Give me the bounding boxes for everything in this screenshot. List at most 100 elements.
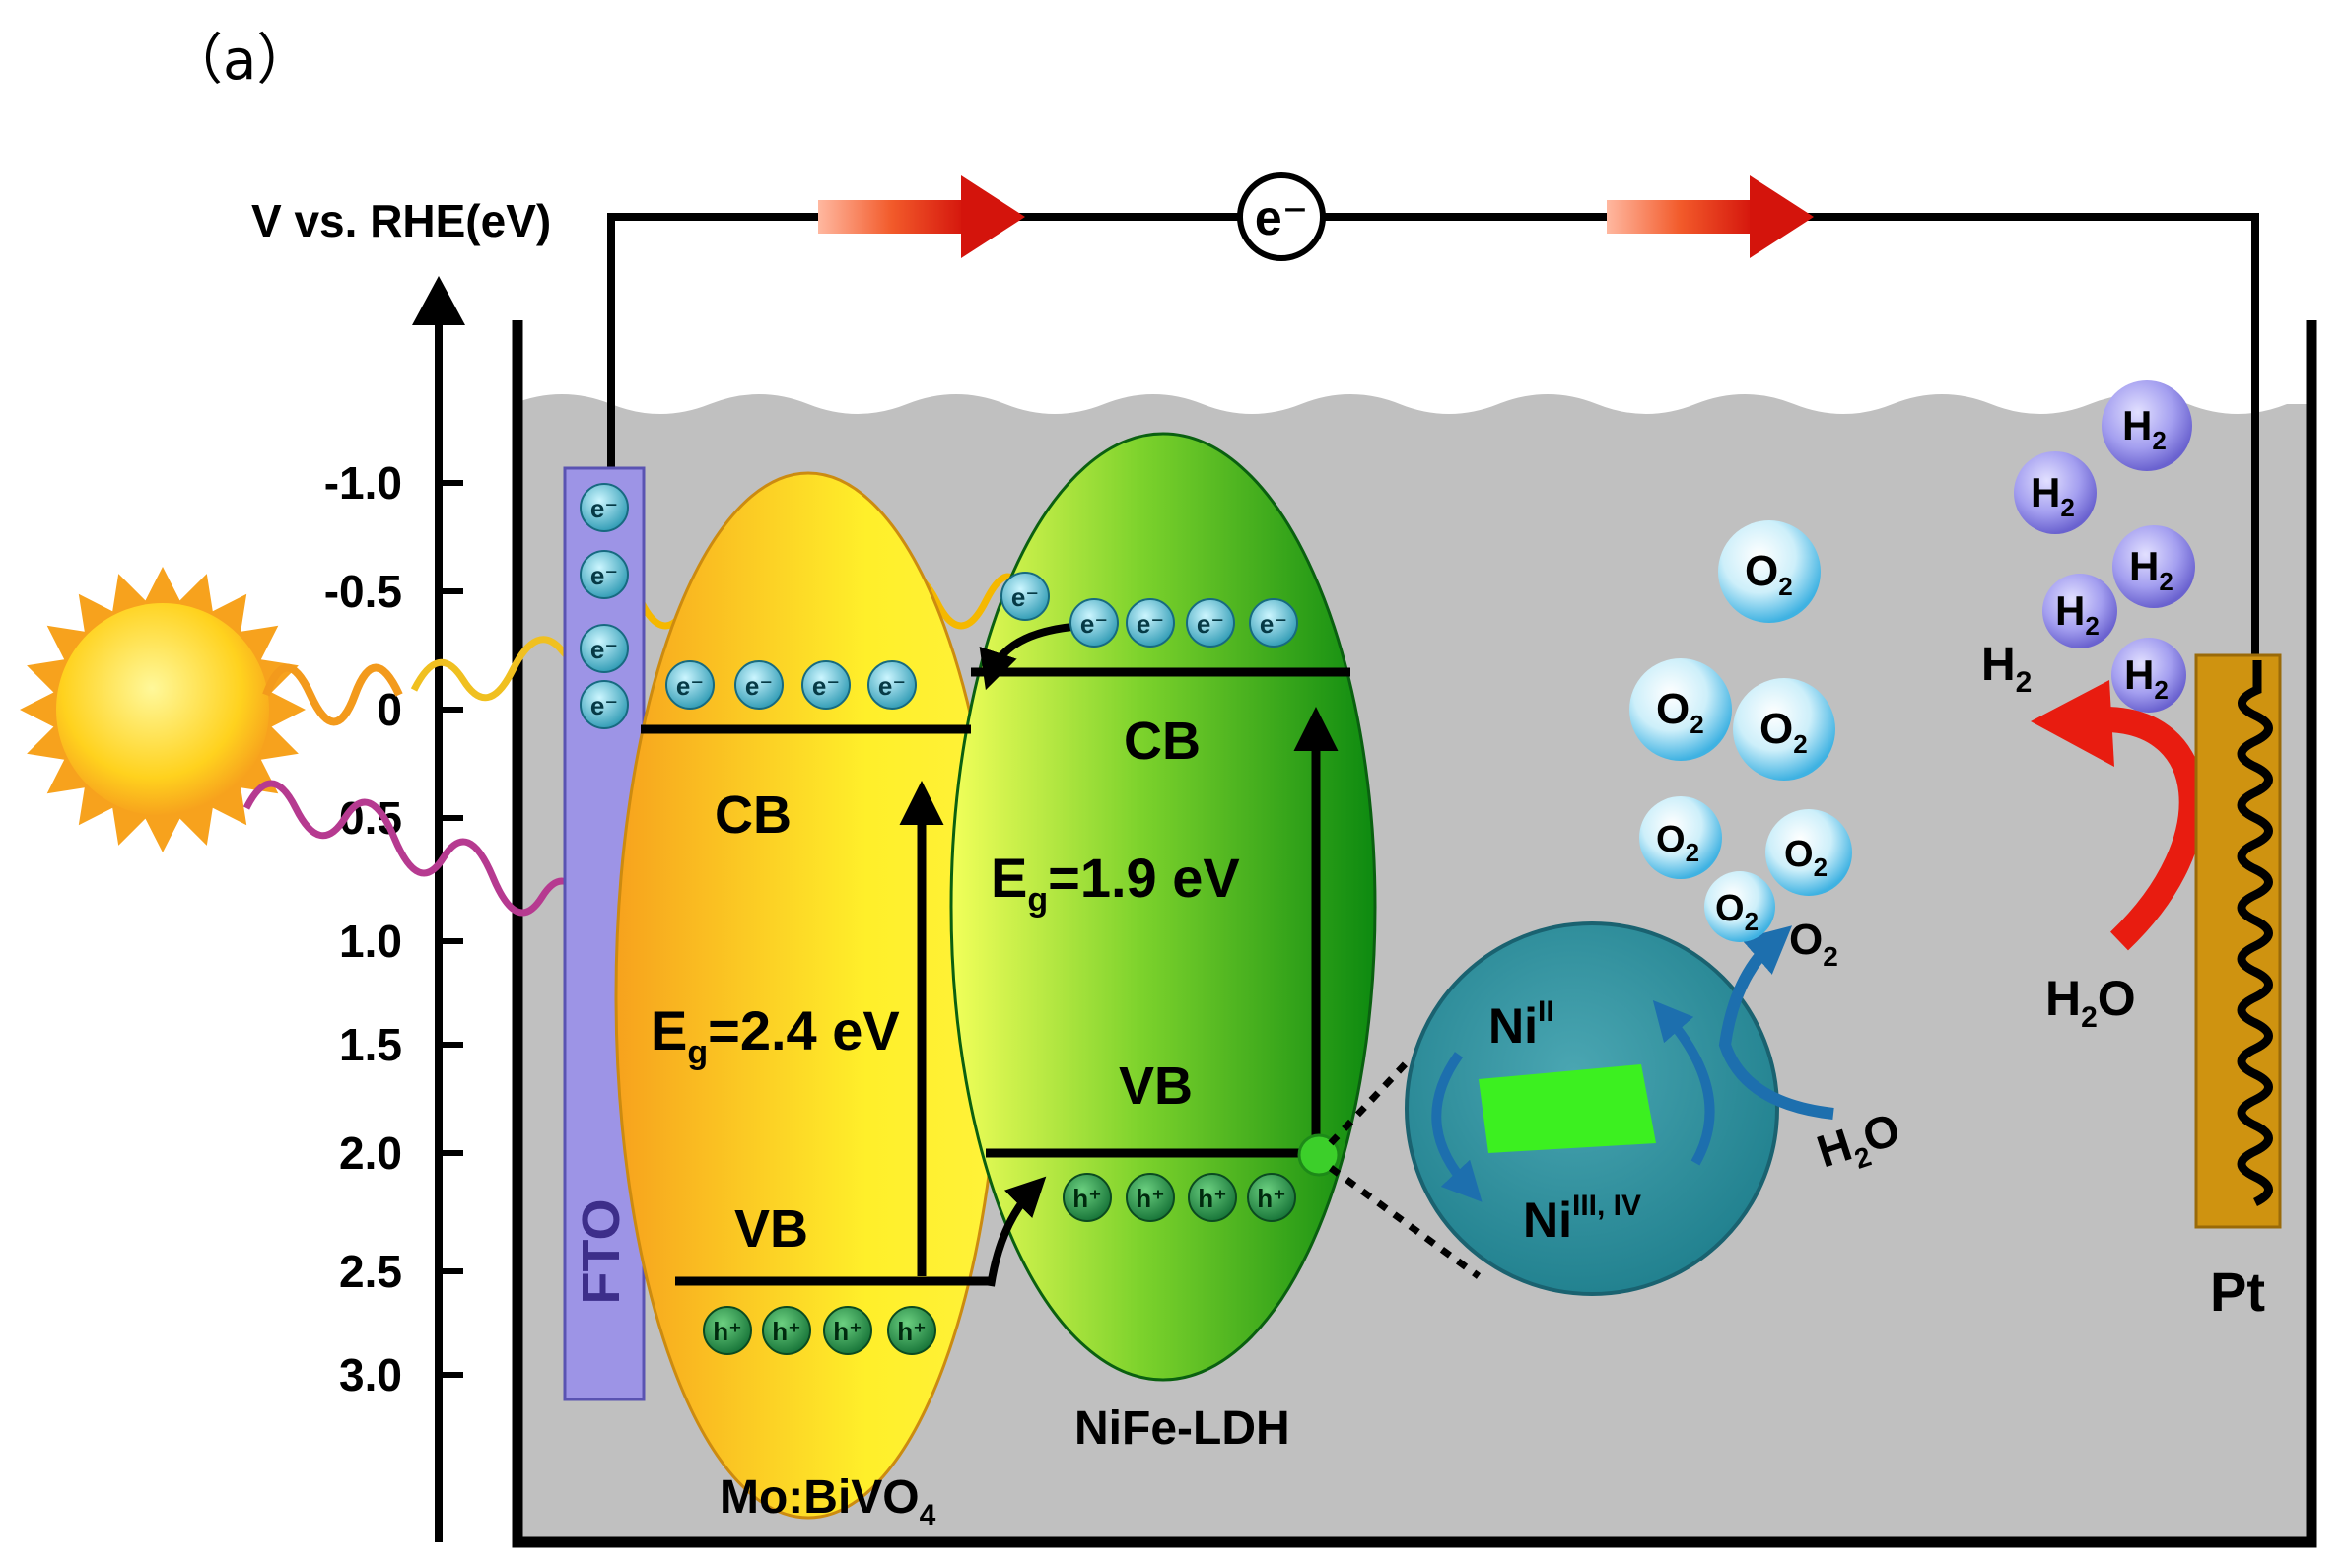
svg-text:e⁻: e⁻ bbox=[812, 671, 840, 701]
hydrogen-evolution-arrow bbox=[2104, 707, 2205, 951]
svg-text:h⁺: h⁺ bbox=[1257, 1184, 1286, 1213]
o2-bubble: O2 bbox=[1733, 678, 1835, 781]
svg-text:e⁻: e⁻ bbox=[590, 691, 618, 720]
electron: e⁻ bbox=[1186, 598, 1235, 648]
o2-bubble: O2 bbox=[1704, 871, 1775, 942]
svg-text:e⁻: e⁻ bbox=[590, 635, 618, 664]
h2-bubble: H2 bbox=[2111, 638, 2186, 713]
svg-text:e⁻: e⁻ bbox=[1080, 609, 1108, 639]
h2-bubble: H2 bbox=[2112, 525, 2195, 608]
pt-coil bbox=[2237, 660, 2273, 1207]
svg-text:H2: H2 bbox=[2031, 469, 2075, 522]
electron: e⁻ bbox=[580, 550, 629, 599]
hole: h⁺ bbox=[1063, 1173, 1112, 1222]
svg-text:e⁻: e⁻ bbox=[1260, 609, 1287, 639]
electron: e⁻ bbox=[1249, 598, 1298, 648]
svg-text:e⁻: e⁻ bbox=[878, 671, 906, 701]
hole: h⁺ bbox=[1126, 1173, 1175, 1222]
sun-icon bbox=[20, 567, 306, 852]
fto-label: FTO bbox=[572, 1199, 631, 1305]
bivo4-vb-label: VB bbox=[734, 1199, 808, 1259]
svg-text:h⁺: h⁺ bbox=[713, 1317, 742, 1346]
svg-text:h⁺: h⁺ bbox=[897, 1317, 927, 1346]
pt-label: Pt bbox=[2210, 1261, 2265, 1323]
svg-text:H2: H2 bbox=[2129, 543, 2173, 596]
axis-arrowhead bbox=[412, 276, 465, 325]
catalyst-sheet bbox=[1479, 1064, 1656, 1153]
oxygen-evolution-arrow bbox=[1718, 925, 1834, 1120]
axis-tick-label: 2.5 bbox=[339, 1246, 402, 1297]
ldh-vb-label: VB bbox=[1119, 1057, 1193, 1116]
hole: h⁺ bbox=[1188, 1173, 1237, 1222]
electron: e⁻ bbox=[867, 660, 917, 710]
svg-text:h⁺: h⁺ bbox=[772, 1317, 801, 1346]
cathode-water-label: H2O bbox=[2045, 971, 2136, 1034]
svg-text:e⁻: e⁻ bbox=[590, 494, 618, 523]
beaker bbox=[512, 320, 2317, 1548]
o2-loose-label: O2 bbox=[1789, 916, 1838, 972]
ni34-label: NiIII, IV bbox=[1523, 1190, 1641, 1248]
electron: e⁻ bbox=[665, 660, 715, 710]
axis-tick-label: 1.0 bbox=[339, 916, 402, 967]
axis-label: V vs. RHE(eV) bbox=[251, 195, 551, 246]
hole: h⁺ bbox=[703, 1306, 752, 1355]
svg-text:O2: O2 bbox=[1759, 705, 1808, 759]
axis-tick-label: 2.0 bbox=[339, 1127, 402, 1179]
electron: e⁻ bbox=[1069, 598, 1119, 648]
electron: e⁻ bbox=[1000, 572, 1050, 621]
svg-text:O2: O2 bbox=[1745, 547, 1793, 601]
hole: h⁺ bbox=[762, 1306, 811, 1355]
o2-bubble: O2 bbox=[1718, 520, 1821, 623]
panel-label: （a） bbox=[168, 29, 311, 93]
electron: e⁻ bbox=[580, 624, 629, 673]
light-wave-1 bbox=[262, 663, 403, 726]
electron-transfer-arrow bbox=[979, 622, 1085, 691]
hole-transfer-arrow bbox=[987, 1176, 1047, 1287]
hole: h⁺ bbox=[887, 1306, 936, 1355]
redox-arrow-right bbox=[1652, 999, 1715, 1166]
svg-text:e⁻: e⁻ bbox=[590, 561, 618, 590]
ldh-cb-label: CB bbox=[1124, 712, 1201, 771]
redox-arrow-left bbox=[1431, 1052, 1483, 1202]
bivo4-cb-label: CB bbox=[715, 785, 792, 845]
svg-text:e⁻: e⁻ bbox=[676, 671, 704, 701]
electron-circuit-symbol bbox=[1237, 172, 1326, 261]
electron-flow-arrow-2 bbox=[1607, 175, 1814, 258]
svg-text:h⁺: h⁺ bbox=[1136, 1184, 1165, 1213]
svg-text:e⁻: e⁻ bbox=[1137, 609, 1164, 639]
electron: e⁻ bbox=[580, 483, 629, 532]
hydrogen-evolution-arrowhead bbox=[2031, 680, 2114, 767]
ni2-label: NiII bbox=[1488, 995, 1554, 1054]
svg-text:e⁻: e⁻ bbox=[1197, 609, 1224, 639]
svg-text:O2: O2 bbox=[1784, 834, 1828, 882]
charge-carriers: e⁻ e⁻ e⁻ e⁻ e⁻ e⁻ e⁻ e⁻ e⁻ e⁻ e⁻ e⁻ e⁻ h⁺ h⁺ h⁺ h⁺ h⁺ h⁺ h⁺… bbox=[580, 483, 1298, 1355]
nife-ldh-name: NiFe-LDH bbox=[1074, 1402, 1290, 1455]
hole: h⁺ bbox=[823, 1306, 872, 1355]
h2-product-label: H2 bbox=[1981, 639, 2032, 699]
svg-text:e⁻: e⁻ bbox=[1011, 582, 1039, 612]
axis-tick-label: -0.5 bbox=[324, 566, 402, 617]
axis-tick-label: -1.0 bbox=[324, 457, 402, 509]
ldh-bandgap-label: Eg=1.9 eV bbox=[991, 847, 1240, 919]
o2-bubble: O2 bbox=[1765, 809, 1852, 896]
h2-bubble: H2 bbox=[2014, 451, 2097, 534]
bivo4-particle bbox=[614, 471, 1002, 1520]
h2-bubble: H2 bbox=[2102, 380, 2192, 471]
svg-text:H2: H2 bbox=[2055, 587, 2100, 641]
svg-text:e⁻: e⁻ bbox=[745, 671, 773, 701]
svg-text:H2: H2 bbox=[2122, 402, 2167, 455]
active-site-dot bbox=[1297, 1133, 1341, 1177]
axis-tick-label: 3.0 bbox=[339, 1349, 402, 1400]
svg-text:h⁺: h⁺ bbox=[1198, 1184, 1227, 1213]
electron-circuit-label: e⁻ bbox=[1255, 190, 1308, 245]
electron: e⁻ bbox=[580, 680, 629, 729]
svg-text:h⁺: h⁺ bbox=[833, 1317, 862, 1346]
electron: e⁻ bbox=[1126, 598, 1175, 648]
svg-text:O2: O2 bbox=[1656, 685, 1704, 739]
o2-bubble: O2 bbox=[1629, 658, 1732, 761]
h2-bubble: H2 bbox=[2042, 574, 2117, 648]
o2-bubble: O2 bbox=[1639, 796, 1722, 879]
